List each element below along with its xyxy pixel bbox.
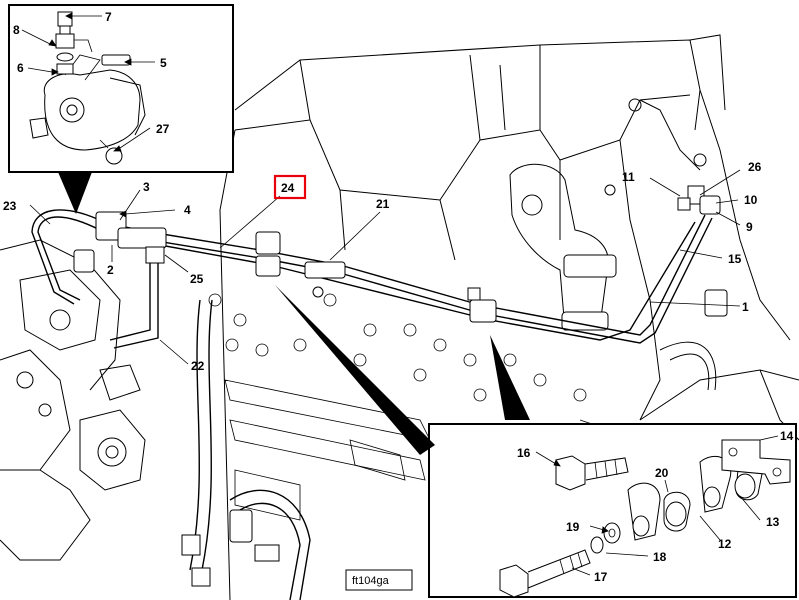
callout-22: 22	[191, 359, 205, 373]
callout-3: 3	[143, 180, 150, 194]
callout-14: 14	[780, 429, 794, 443]
callout-15: 15	[728, 252, 742, 266]
callout-13: 13	[766, 515, 780, 529]
callout-18: 18	[653, 550, 667, 564]
callout-26: 26	[748, 160, 762, 174]
callout-16: 16	[517, 446, 531, 460]
clamp-detail-inset	[275, 285, 797, 598]
callout-17: 17	[594, 570, 608, 584]
callout-21: 21	[376, 197, 390, 211]
callout-10: 10	[744, 193, 758, 207]
callout-23: 23	[3, 199, 17, 213]
callout-7: 7	[105, 10, 112, 24]
callout-5: 5	[160, 56, 167, 70]
figure-code: ft104ga	[352, 575, 390, 587]
callout-labels: 7 8 5 6 27 3 4 23 2 25 22 24 21 11 26 10…	[3, 10, 794, 584]
leader-arrows	[21, 12, 779, 576]
callout-8: 8	[13, 23, 20, 37]
callout-20: 20	[655, 466, 669, 480]
engine-block-artwork	[0, 34, 799, 600]
callout-1: 1	[742, 300, 749, 314]
callout-11: 11	[622, 170, 635, 184]
pump-detail-inset	[8, 4, 234, 214]
figure-code-box: ft104ga	[345, 569, 413, 591]
callout-24: 24	[281, 181, 295, 195]
callout-25: 25	[190, 272, 204, 286]
callout-6: 6	[17, 61, 24, 75]
callout-27: 27	[156, 122, 170, 136]
highlight-box-24	[273, 174, 307, 200]
fuel-lines	[31, 185, 728, 349]
callout-12: 12	[718, 537, 732, 551]
callout-4: 4	[184, 203, 191, 217]
callout-9: 9	[746, 220, 753, 234]
callout-19: 19	[566, 520, 580, 534]
callout-2: 2	[107, 263, 114, 277]
